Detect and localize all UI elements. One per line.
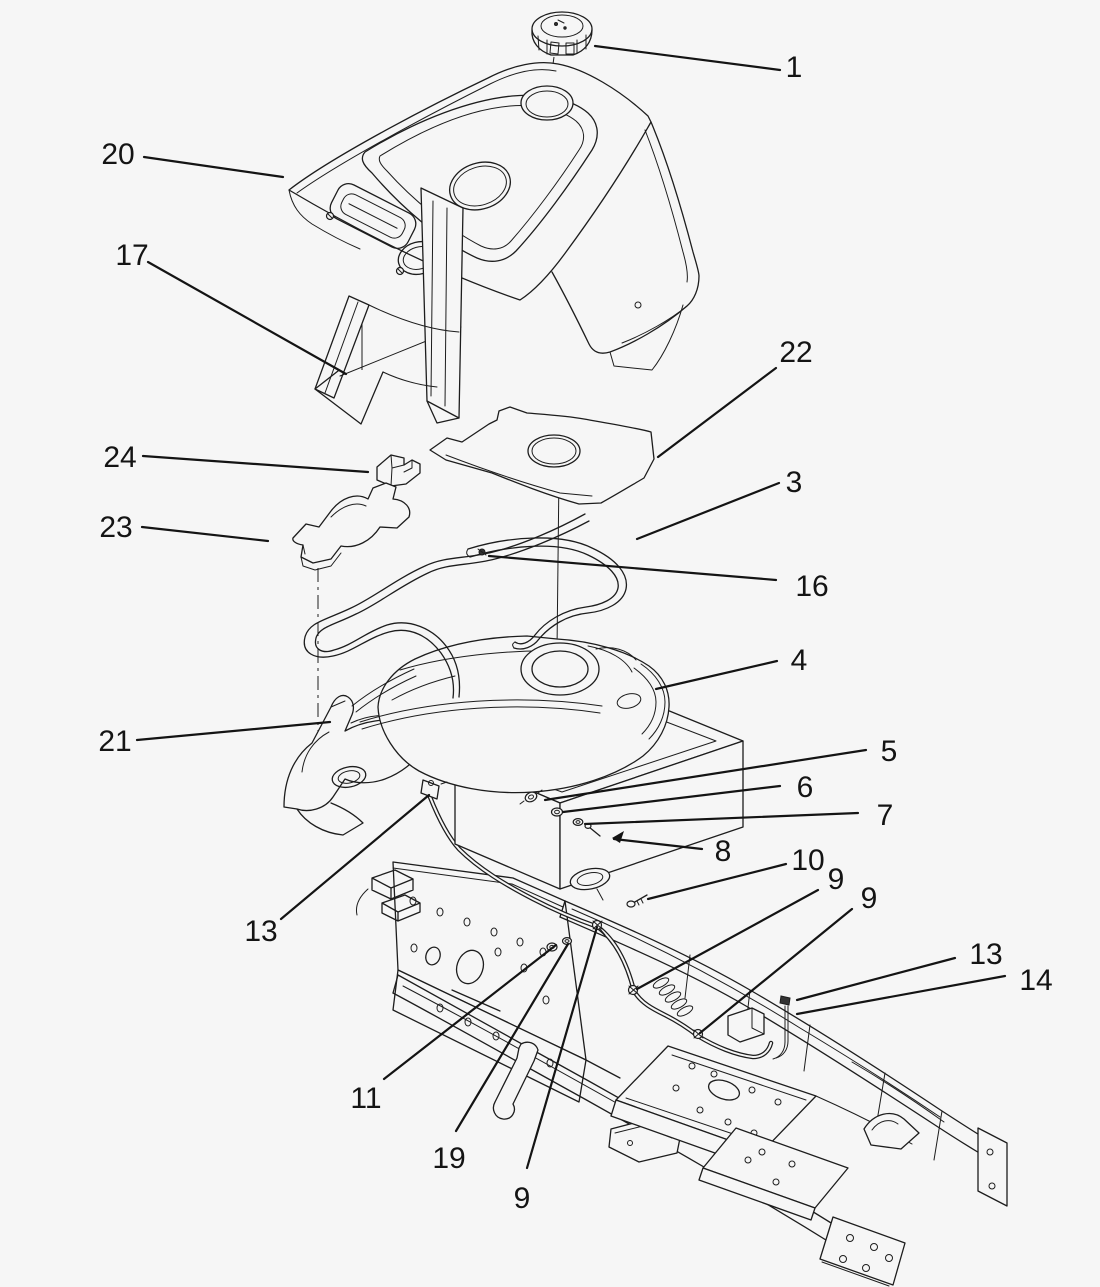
- leader-line-9: [525, 925, 599, 1170]
- callout-label-23-7: 23: [99, 511, 132, 544]
- callout-label-10-14: 10: [791, 844, 824, 877]
- clip-block: [376, 454, 421, 487]
- bolt-10: [626, 894, 648, 908]
- callout-label-9-15: 9: [828, 863, 845, 896]
- cable-clip-9-mid: [627, 984, 639, 996]
- callout-label-3-4: 3: [786, 466, 803, 499]
- fuel-line: [303, 513, 590, 699]
- callout-label-21-9: 21: [98, 725, 131, 758]
- fuel-tank: [351, 635, 670, 800]
- frame: [356, 861, 1008, 1287]
- support-bracket: [292, 482, 411, 571]
- callout-label-17-2: 17: [115, 239, 148, 272]
- callout-label-20-1: 20: [101, 138, 134, 171]
- leader-line-17: [146, 260, 348, 376]
- leader-line-23: [140, 525, 270, 543]
- washer-7: [572, 817, 584, 826]
- leader-line-19: [454, 942, 570, 1133]
- washer-6: [550, 807, 564, 817]
- leader-line-7: [583, 811, 860, 826]
- leader-line-14: [795, 974, 1007, 1016]
- leader-line-13: [795, 956, 957, 1002]
- seal-loop: [466, 537, 628, 650]
- leader-line-20: [142, 155, 285, 179]
- pin-14: [772, 995, 791, 1060]
- hood: [288, 62, 700, 425]
- callout-label-19-21: 19: [432, 1142, 465, 1175]
- small-bracket: [727, 1007, 765, 1043]
- filler-opening: [520, 85, 574, 121]
- leader-line-21: [135, 720, 332, 742]
- callout-label-13-18: 13: [969, 938, 1002, 971]
- callout-label-24-6: 24: [103, 441, 136, 474]
- hood-gasket: [429, 406, 655, 505]
- leader-line-8: [612, 837, 704, 851]
- leader-line-3: [635, 481, 781, 541]
- leader-line-9: [635, 888, 820, 991]
- leader-line-22: [656, 366, 778, 459]
- callout-label-16-5: 16: [795, 570, 828, 603]
- callout-label-9-16: 9: [861, 882, 878, 915]
- dipstick-boot: [569, 867, 611, 901]
- callout-label-5-10: 5: [881, 735, 898, 768]
- callout-label-7-12: 7: [877, 799, 894, 832]
- callout-label-9-22: 9: [514, 1182, 531, 1215]
- callout-label-13-17: 13: [244, 915, 277, 948]
- callout-label-11-20: 11: [350, 1082, 381, 1115]
- callout-label-14-19: 14: [1019, 964, 1052, 997]
- leader-line-16: [487, 554, 778, 582]
- callout-label-6-11: 6: [797, 771, 814, 804]
- callout-label-22-3: 22: [779, 336, 812, 369]
- fuel-cap: [531, 11, 593, 56]
- callout-label-4-8: 4: [791, 644, 808, 677]
- washer-19: [561, 936, 573, 945]
- leader-line-13: [279, 793, 431, 921]
- leader-line-11: [382, 943, 558, 1081]
- callout-label-1-0: 1: [786, 51, 803, 84]
- flange-bolt-5: [519, 789, 543, 805]
- leader-line-6: [561, 784, 782, 814]
- leader-line-4: [654, 659, 779, 691]
- leader-line-1: [593, 44, 782, 72]
- leader-line-10: [646, 862, 788, 901]
- leader-line-9: [698, 907, 854, 1035]
- fuel-line-lower: [427, 794, 774, 1060]
- hood-right-leg: [420, 187, 464, 419]
- j-pin: [492, 1041, 539, 1120]
- spring: [652, 977, 694, 1017]
- leader-line-24: [141, 454, 370, 474]
- leader-line-5: [543, 748, 868, 802]
- callout-label-8-13: 8: [715, 835, 732, 868]
